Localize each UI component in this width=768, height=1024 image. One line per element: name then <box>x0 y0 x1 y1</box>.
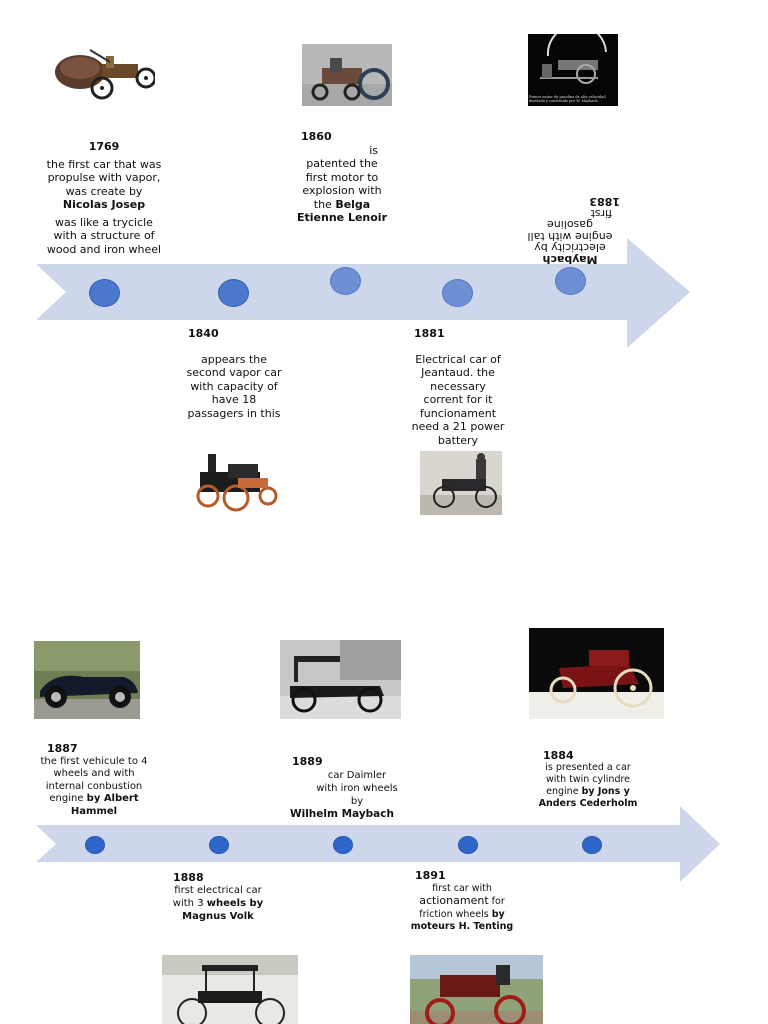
jeantaud-car-photo <box>420 451 502 515</box>
event-1769: 1769 the first car that was propulse wit… <box>42 140 166 256</box>
model-t-photo <box>280 640 401 719</box>
event-1891-actionament: actionament <box>419 894 488 907</box>
event-1769-text: the first car that was propulse with vap… <box>47 158 162 198</box>
electric-carriage-photo <box>162 955 298 1024</box>
event-1769-year: 1769 <box>42 140 166 154</box>
timeline-dot-1891 <box>458 836 478 854</box>
event-1881-text: Electrical car of Jeantaud. the necessar… <box>412 353 505 447</box>
event-1887-year: 1887 <box>47 743 150 756</box>
event-1881-year: 1881 <box>414 327 506 341</box>
timeline-dot-1889 <box>333 836 353 854</box>
event-1884-year: 1884 <box>543 750 640 762</box>
roadster-photo <box>34 641 140 719</box>
timeline-dot-1884 <box>582 836 602 854</box>
lenoir-motor-photo <box>302 44 392 106</box>
timeline-dot-1883 <box>555 267 586 295</box>
event-1883-line3: engine with tall <box>520 231 620 243</box>
event-1860-year: 1860 <box>301 130 390 144</box>
event-1883-line4: electricity by <box>520 242 620 254</box>
event-1883-inventor: Maybach <box>520 254 620 266</box>
timeline-dot-1860 <box>330 267 361 295</box>
steam-tricycle-photo <box>50 40 155 104</box>
event-1891-year: 1891 <box>415 870 514 883</box>
event-1887: 1887 the first vehicule to 4 wheels and … <box>38 743 150 818</box>
event-1884: 1884 is presented a car with twin cylind… <box>536 750 640 810</box>
event-1883-line1: first <box>520 208 620 220</box>
event-1889-inventor: Wilhelm Maybach <box>286 808 398 821</box>
event-1889: 1889 car Daimler with iron wheels by Wil… <box>286 755 398 821</box>
event-1883-line2: gasoline <box>520 219 620 231</box>
event-1891: 1891 first car with actionament for fric… <box>410 870 514 934</box>
event-1888-year: 1888 <box>173 871 268 884</box>
event-1840: 1840 appears the second vapor car with c… <box>184 327 284 420</box>
steam-carriage-photo <box>188 444 278 514</box>
maybach-engine-photo: Primer motor de gasolina de alta velocid… <box>528 34 618 106</box>
event-1883-year: 1883 <box>520 196 620 208</box>
event-1840-text: appears the second vapor car with capaci… <box>186 353 281 420</box>
event-1860-inventor: Belga Etienne Lenoir <box>297 198 387 225</box>
event-1889-text: car Daimler with iron wheels by <box>286 769 398 808</box>
twin-cylinder-car-photo <box>529 628 664 719</box>
event-1888-inventor: Magnus Volk <box>182 911 254 922</box>
timeline-dot-1887 <box>85 836 105 854</box>
friction-wheel-car-photo <box>410 955 543 1024</box>
maybach-engine-caption: Primer motor de gasolina de alta velocid… <box>529 95 617 103</box>
event-1860-is: is <box>294 144 390 158</box>
event-1881: 1881 Electrical car of Jeantaud. the nec… <box>410 327 506 447</box>
event-1883: Maybach electricity by engine with tall … <box>520 196 620 265</box>
event-1860: 1860 is patented the first motor to expl… <box>294 130 390 225</box>
event-1891-text: first car with <box>432 883 492 894</box>
event-1769-description: was like a trycicle with a structure of … <box>42 216 166 257</box>
timeline-dot-1881 <box>442 279 473 307</box>
event-1769-author: Nicolas Josep <box>63 198 145 211</box>
event-1889-year: 1889 <box>292 755 398 768</box>
event-1888: 1888 first electrical car with 3 wheels … <box>168 871 268 923</box>
event-1840-year: 1840 <box>188 327 284 341</box>
event-1888-wheels: wheels by <box>207 898 263 909</box>
timeline-dot-1769 <box>89 279 120 307</box>
timeline-dot-1840 <box>218 279 249 307</box>
timeline-dot-1888 <box>209 836 229 854</box>
